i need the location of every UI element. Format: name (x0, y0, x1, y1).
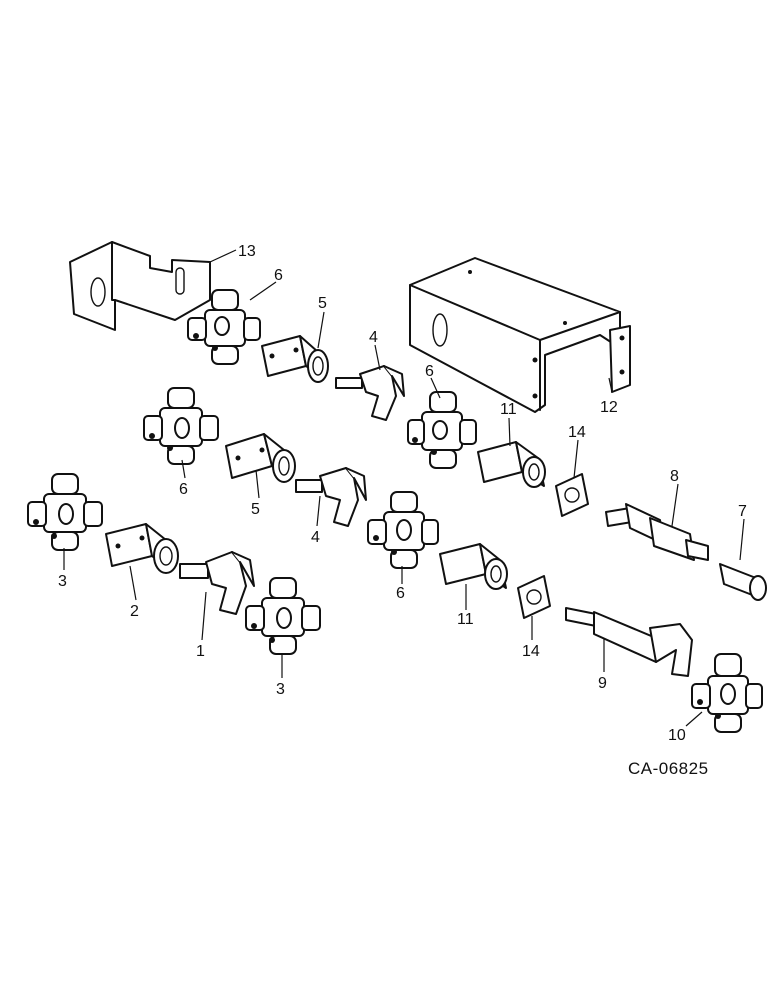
callout-4: 4 (369, 329, 378, 346)
cross-kit-3-right (245, 577, 321, 655)
callout-1: 1 (196, 643, 205, 660)
callout-6: 6 (179, 481, 188, 498)
callout-12: 12 (600, 399, 618, 416)
shaft-4-top (335, 365, 405, 421)
callout-6: 6 (396, 585, 405, 602)
callout-6: 6 (274, 267, 283, 284)
callout-5: 5 (318, 295, 327, 312)
sleeve-7 (719, 563, 767, 601)
callout-6: 6 (425, 363, 434, 380)
callout-14: 14 (568, 424, 586, 441)
callout-2: 2 (130, 603, 139, 620)
drawing-code: CA-06825 (628, 759, 709, 778)
callout-14: 14 (522, 643, 540, 660)
cross-kit-3-left (27, 473, 103, 551)
callout-13: 13 (238, 243, 256, 260)
shaft-9 (565, 607, 693, 677)
callout-11: 11 (457, 611, 474, 628)
cross-kit-6-middle-right (407, 391, 477, 469)
flange-14-lower (517, 575, 551, 619)
yoke-5-top (261, 335, 329, 383)
cross-kit-10 (691, 653, 763, 733)
flange-14-upper (555, 473, 589, 517)
callout-9: 9 (598, 675, 607, 692)
yoke-11-upper (477, 441, 546, 488)
shaft-1 (179, 551, 255, 615)
callout-5: 5 (251, 501, 260, 518)
callout-3: 3 (58, 573, 67, 590)
callout-4: 4 (311, 529, 320, 546)
callout-7: 7 (738, 503, 747, 520)
shaft-4-middle (295, 467, 367, 527)
shield-12 (409, 257, 631, 413)
cross-kit-6-lower (367, 491, 439, 569)
cross-kit-6-top (187, 289, 261, 365)
shield-13 (69, 241, 211, 331)
yoke-11-lower (439, 543, 508, 590)
cross-kit-6-left (143, 387, 219, 465)
callout-8: 8 (670, 468, 679, 485)
yoke-5-middle (225, 433, 296, 483)
callout-11: 11 (500, 401, 517, 418)
shaft-8 (605, 503, 709, 561)
callout-10: 10 (668, 727, 686, 744)
leader-lines (63, 249, 745, 727)
yoke-2 (105, 523, 179, 574)
callout-3: 3 (276, 681, 285, 698)
callout-labels: 13 6 5 4 6 12 11 14 6 5 4 8 7 3 2 1 3 6 … (58, 243, 747, 744)
